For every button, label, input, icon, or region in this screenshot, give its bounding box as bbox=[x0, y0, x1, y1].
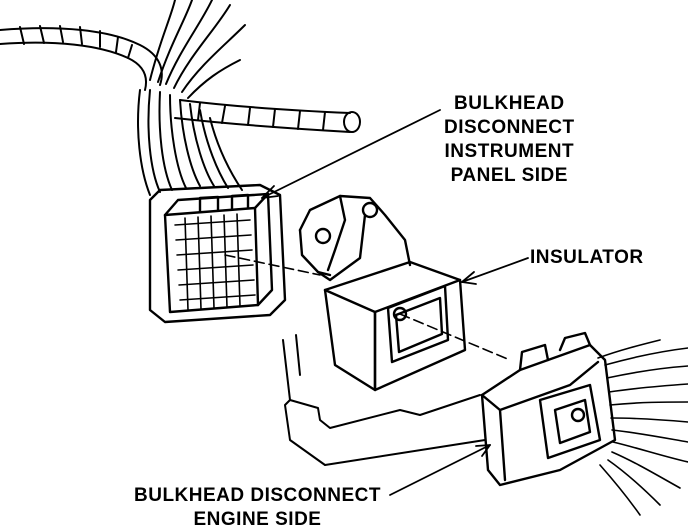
label-line: BULKHEAD DISCONNECT bbox=[134, 485, 381, 506]
leader-instrument-panel bbox=[261, 109, 441, 199]
insulator-block bbox=[298, 194, 467, 392]
label-line: INSULATOR bbox=[530, 247, 644, 268]
label-line: PANEL SIDE bbox=[450, 165, 568, 186]
label-bulkhead-disconnect-instrument-panel-side: BULKHEAD DISCONNECT INSTRUMENT PANEL SID… bbox=[444, 92, 575, 188]
label-insulator: INSULATOR bbox=[530, 246, 644, 270]
alignment-lines bbox=[224, 254, 511, 361]
label-line: ENGINE SIDE bbox=[193, 509, 322, 530]
label-line: BULKHEAD bbox=[454, 93, 565, 114]
label-line: INSTRUMENT bbox=[444, 141, 575, 162]
bulkhead-connector-engine bbox=[480, 331, 688, 516]
leader-insulator bbox=[461, 257, 529, 283]
leader-engine-side bbox=[389, 444, 491, 496]
bulkhead-panel-outline bbox=[282, 334, 486, 466]
upper-wire-harness bbox=[0, 0, 361, 196]
label-bulkhead-disconnect-engine-side: BULKHEAD DISCONNECT ENGINE SIDE bbox=[134, 484, 381, 530]
label-line: DISCONNECT bbox=[444, 117, 575, 138]
bulkhead-connector-instrument-panel bbox=[148, 183, 287, 324]
leader-arrows bbox=[261, 109, 529, 496]
